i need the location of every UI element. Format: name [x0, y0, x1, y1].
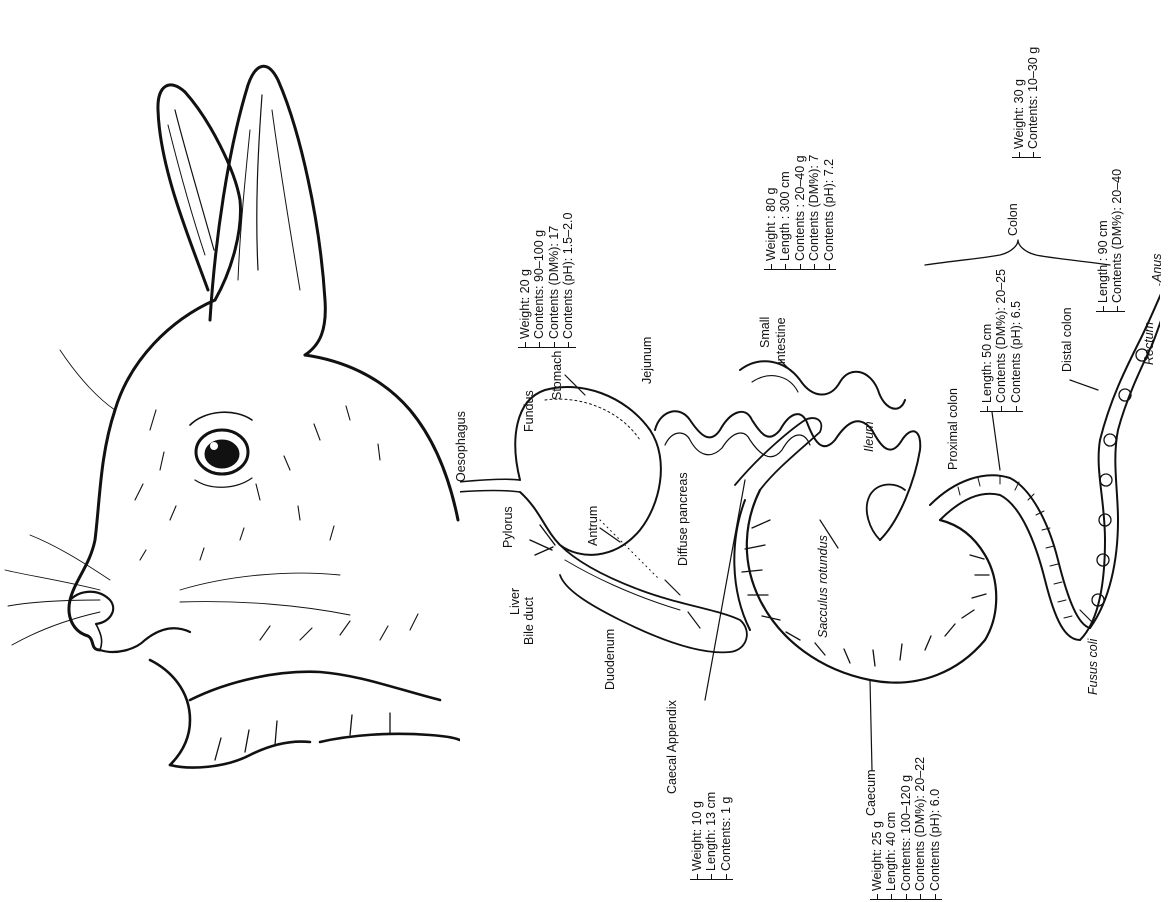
stats-stomach-contents: Contents: 90–100 g [532, 213, 546, 348]
stats-caecum: Weight: 25 g Length: 40 cm Contents: 100… [870, 757, 942, 900]
stats-colon: Weight: 30 g Contents: 10–30 g [1012, 47, 1041, 158]
stats-ca-weight: Weight: 10 g [690, 792, 704, 880]
label-bile-duct: Bile duct [522, 597, 536, 645]
label-distal-colon: Distal colon [1060, 307, 1074, 372]
label-caecal-appendix: Caecal Appendix [665, 700, 679, 794]
label-liver: Liver [508, 588, 522, 615]
stats-si-contents: Contents : 20–40 g [793, 155, 807, 270]
stats-caecum-weight: Weight: 25 g [870, 757, 884, 900]
label-stomach: Stomach [550, 351, 564, 400]
label-small-intestine-line1: Small [758, 317, 772, 348]
stats-si-length: Length : 300 cm [778, 155, 792, 270]
stats-dc-length: Length : 90 cm [1096, 169, 1110, 312]
stats-small-intestine: Weight : 80 g Length : 300 cm Contents :… [764, 155, 836, 270]
stats-pc-length: Length: 50 cm [980, 269, 994, 412]
stats-ca-length: Length: 13 cm [704, 792, 718, 880]
stats-si-ph: Contents (pH): 7.2 [822, 155, 836, 270]
stats-si-dm: Contents (DM%): 7 [807, 155, 821, 270]
stats-ca-contents: Contents: 1 g [719, 792, 733, 880]
stats-pc-ph: Contents (pH): 6.5 [1009, 269, 1023, 412]
stats-colon-weight: Weight: 30 g [1012, 47, 1026, 158]
label-jejunum: Jejunum [640, 337, 654, 384]
label-pylorus: Pylorus [501, 506, 515, 548]
stats-si-weight: Weight : 80 g [764, 155, 778, 270]
label-duodenum: Duodenum [603, 629, 617, 690]
stats-caecum-length: Length: 40 cm [884, 757, 898, 900]
stats-caecum-ph: Contents (pH): 6.0 [928, 757, 942, 900]
stats-caecum-contents: Contents: 100–120 g [899, 757, 913, 900]
label-rectum: Rectum [1142, 322, 1156, 365]
label-ileum: Ileum [862, 421, 876, 452]
label-fundus: Fundus [522, 390, 536, 432]
stats-colon-contents: Contents: 10–30 g [1026, 47, 1040, 158]
digestive-tract-illustration [460, 0, 1160, 902]
label-anus: Anus [1150, 254, 1164, 283]
stats-stomach-weight: Weight: 20 g [518, 213, 532, 348]
stats-pc-dm: Contents (DM%): 20–25 [994, 269, 1008, 412]
label-antrum: Antrum [586, 506, 600, 546]
label-oesophagus: Oesophagus [454, 411, 468, 482]
label-diffuse-pancreas: Diffuse pancreas [676, 472, 690, 566]
stats-caecal-appendix: Weight: 10 g Length: 13 cm Contents: 1 g [690, 792, 733, 880]
stats-proximal-colon: Length: 50 cm Contents (DM%): 20–25 Cont… [980, 269, 1023, 412]
label-proximal-colon: Proximal colon [946, 388, 960, 470]
label-sacculus-rotundus: Sacculus rotundus [816, 535, 830, 638]
stats-caecum-dm: Contents (DM%): 20–22 [913, 757, 927, 900]
label-fusus-coli: Fusus coli [1086, 639, 1100, 695]
rabbit-illustration [0, 0, 460, 902]
stats-stomach-ph: Contents (pH): 1.5–2.0 [561, 213, 575, 348]
stats-dc-dm: Contents (DM%): 20–40 [1110, 169, 1124, 312]
stats-stomach: Weight: 20 g Contents: 90–100 g Contents… [518, 213, 576, 348]
stats-distal-colon: Length : 90 cm Contents (DM%): 20–40 [1096, 169, 1125, 312]
label-small-intestine-line2: intestine [774, 317, 788, 364]
stats-stomach-dm: Contents (DM%): 17 [547, 213, 561, 348]
label-colon: Colon [1006, 203, 1020, 236]
